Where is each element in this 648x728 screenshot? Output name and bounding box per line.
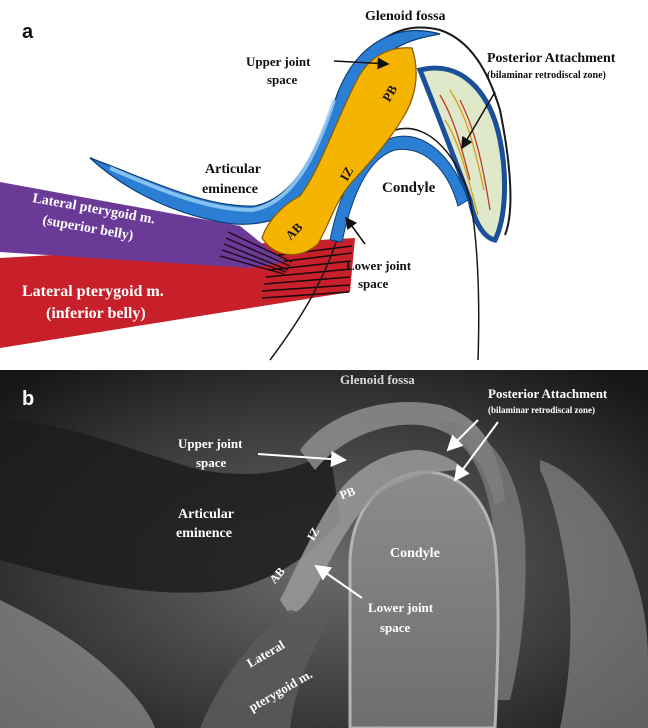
condyle-label-b: Condyle [390,546,440,561]
panel-a-letter: a [22,21,34,43]
lp-inferior-label-1: Lateral pterygoid m. [22,283,164,300]
posterior-attachment-label-b: Posterior Attachment [488,386,608,401]
bilaminar-label-b: (bilaminar retrodiscal zone) [488,405,595,415]
lower-joint-space-label-a-2: space [358,276,389,291]
lower-joint-space-label-b-1: Lower joint [368,600,434,615]
panel-b-letter: b [22,388,34,410]
condyle-label-a: Condyle [382,180,436,196]
glenoid-fossa-label-a: Glenoid fossa [365,9,446,24]
panel-a: PB IZ AB a Glenoid fossa Upper joint spa… [0,0,648,362]
articular-eminence-label-a-2: eminence [202,182,258,197]
lower-joint-space-label-a-1: Lower joint [346,258,412,273]
lower-joint-space-label-b-2: space [380,620,411,635]
upper-joint-space-label-b-1: Upper joint [178,436,243,451]
panel-b: b Glenoid fossa Posterior Attachment (bi… [0,370,648,728]
articular-eminence-label-b-1: Articular [178,507,234,522]
glenoid-fossa-label-b: Glenoid fossa [340,372,415,387]
upper-joint-space-label-a-2: space [267,72,298,87]
panel-separator [0,362,648,370]
upper-joint-space-label-a-1: Upper joint [246,54,311,69]
lp-inferior-label-2: (inferior belly) [46,305,146,322]
articular-eminence-label-a-1: Articular [205,162,261,177]
posterior-attachment-label-a: Posterior Attachment [487,51,616,66]
upper-joint-space-label-b-2: space [196,455,227,470]
articular-eminence-label-b-2: eminence [176,526,232,541]
bilaminar-label-a: (bilaminar retrodiscal zone) [487,70,606,81]
